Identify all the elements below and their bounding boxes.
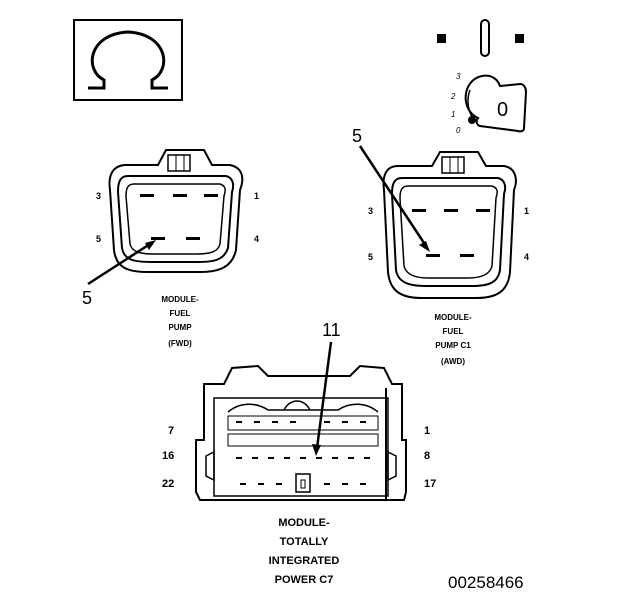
pin-slot	[140, 194, 154, 197]
pin-label-5: 5	[96, 234, 101, 244]
caption-line-3: PUMP C1	[435, 341, 471, 350]
meter-box	[73, 19, 183, 101]
caption-line-2: TOTALLY	[280, 536, 329, 548]
callout-arrow	[87, 242, 151, 286]
ignition-key-icon	[464, 74, 528, 133]
pin-label-17: 17	[424, 478, 436, 490]
pin-slot	[460, 254, 474, 257]
pin-slot	[444, 209, 458, 212]
pin-slot	[476, 209, 490, 212]
pin-slot	[173, 194, 187, 197]
caption-line-4: (AWD)	[441, 357, 465, 366]
ohmmeter-symbol	[73, 19, 183, 101]
ignition-pointer-dot	[468, 116, 476, 124]
pin-slot	[204, 194, 218, 197]
connector-fuel-pump-awd: 3 1 5 4 5 MODULE- FUEL PUMP C1 (AWD)	[352, 126, 529, 366]
caption-line-4: (FWD)	[168, 339, 192, 348]
pin-label-4: 4	[524, 252, 529, 262]
caption-line-1: MODULE-	[278, 517, 330, 529]
pin-label-1: 1	[424, 425, 430, 437]
pin-label-5: 5	[368, 252, 373, 262]
caption-line-2: FUEL	[170, 309, 191, 318]
connector-tipm-c7: 7 1 16 8 22 17 11 MODULE- TOTALLY INTEGR…	[162, 320, 436, 586]
pin-label-8: 8	[424, 450, 430, 462]
caption-line-4: POWER C7	[275, 574, 334, 586]
pin-row-3	[240, 473, 366, 493]
ignition-position-1: 1	[451, 110, 455, 119]
caption-line-1: MODULE-	[434, 313, 472, 322]
pin-label-4: 4	[254, 234, 259, 244]
pin-label-22: 22	[162, 478, 174, 490]
caption-line-3: INTEGRATED	[269, 555, 340, 567]
ignition-left-square	[437, 34, 446, 43]
pin-slot	[186, 237, 200, 240]
pin-label-3: 3	[368, 206, 373, 216]
pin-label-16: 16	[162, 450, 174, 462]
callout-arrow	[358, 145, 428, 247]
ignition-position-2: 2	[450, 92, 456, 101]
ignition-position-0: 0	[456, 126, 461, 135]
ignition-key-label: 0	[497, 99, 508, 121]
pin-label-7: 7	[168, 425, 174, 437]
callout-pin-5: 5	[82, 288, 92, 308]
pin-slot-5	[426, 254, 440, 257]
ohm-icon	[88, 30, 168, 90]
caption-line-1: MODULE-	[161, 295, 199, 304]
caption-line-2: FUEL	[443, 327, 464, 336]
pin-slot	[412, 209, 426, 212]
ignition-right-square	[515, 34, 524, 43]
ignition-slot-icon	[480, 19, 490, 57]
pin-slot-5	[151, 237, 165, 240]
pin-label-1: 1	[524, 206, 529, 216]
connector-fuel-pump-fwd: 3 1 5 4 5 MODULE- FUEL PUMP (FWD)	[82, 149, 259, 348]
pin-row-1	[236, 421, 366, 423]
ignition-switch: 3 2 1 0 0	[437, 19, 528, 135]
ignition-position-3: 3	[456, 72, 461, 81]
pin-label-3: 3	[96, 191, 101, 201]
figure-id: 00258466	[448, 573, 524, 592]
callout-pin-11: 11	[322, 320, 341, 340]
pin-label-1: 1	[254, 191, 259, 201]
callout-arrow	[315, 341, 333, 449]
caption-line-3: PUMP	[168, 323, 192, 332]
callout-pin-5: 5	[352, 126, 362, 146]
pin-row-2	[236, 457, 370, 459]
